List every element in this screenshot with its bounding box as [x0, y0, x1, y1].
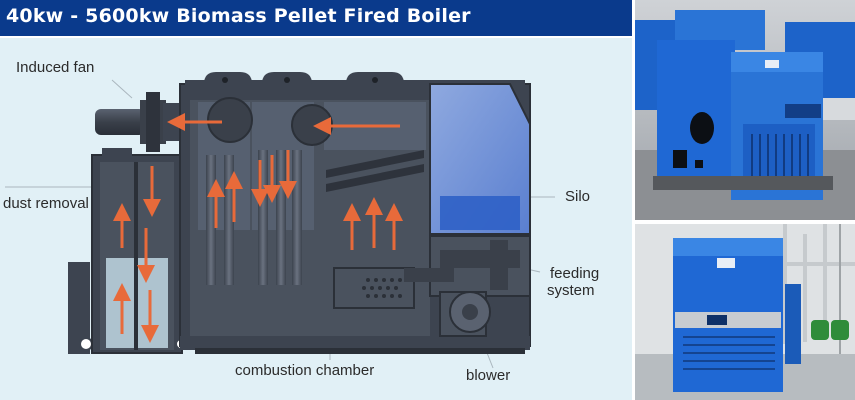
- boiler-photo-installed: [635, 224, 855, 400]
- flue-tubes: [206, 97, 333, 285]
- page-title: 40kw - 5600kw Biomass Pellet Fired Boile…: [6, 5, 471, 27]
- dust-removal-unit: [68, 148, 187, 354]
- diagram-panel: 40kw - 5600kw Biomass Pellet Fired Boile…: [0, 0, 632, 400]
- photo-panel: [632, 0, 855, 400]
- label-feeding-system-2: system: [547, 282, 595, 299]
- boiler-photo-factory: [635, 0, 855, 220]
- label-blower: blower: [466, 367, 511, 384]
- flow-arrows: [113, 113, 403, 343]
- boiler-cutaway-drawing: [5, 72, 555, 369]
- combustion-chamber: [333, 267, 415, 309]
- blower: [439, 291, 491, 337]
- label-dust-removal: dust removal: [3, 195, 89, 212]
- feeding-system: [404, 235, 531, 297]
- label-feeding-system-1: feeding: [550, 265, 600, 282]
- label-induced-fan: Induced fan: [16, 59, 95, 76]
- label-silo: Silo: [565, 188, 591, 205]
- silo: [429, 83, 531, 235]
- baffles: [326, 150, 424, 192]
- boiler-diagram: Induced fan dust removal Silo feeding sy…: [0, 38, 632, 400]
- label-combustion-chamber: combustion chamber: [235, 362, 375, 379]
- title-bar: 40kw - 5600kw Biomass Pellet Fired Boile…: [0, 0, 632, 38]
